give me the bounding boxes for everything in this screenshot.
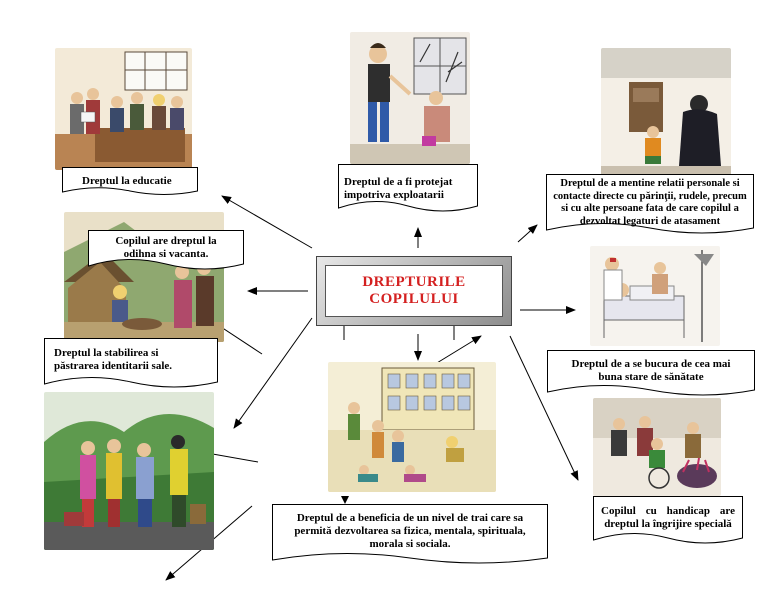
arrow-disability bbox=[509, 335, 579, 481]
disability-care-illustration bbox=[593, 398, 721, 496]
right-living-text: Dreptul de a beneficia de un nivel de tr… bbox=[294, 512, 526, 550]
center-title-inner: DREPTURILE COPILULUI bbox=[325, 265, 503, 317]
right-disability-text: Copilul cu handicap are dreptul la îngri… bbox=[601, 505, 735, 530]
right-identity-box: Dreptul la stabilirea si păstrarea ident… bbox=[44, 338, 218, 390]
arrow-identity bbox=[233, 317, 313, 429]
center-title-line1: DREPTURILE bbox=[362, 274, 466, 290]
right-living-box: Dreptul de a beneficia de un nivel de tr… bbox=[272, 504, 548, 566]
classroom-illustration bbox=[55, 48, 192, 170]
right-identity-text: Dreptul la stabilirea si păstrarea ident… bbox=[54, 347, 173, 372]
right-health-box: Dreptul de a se bucura de cea mai buna s… bbox=[547, 350, 755, 398]
right-education-box: Dreptul la educatie bbox=[62, 167, 198, 197]
family-visit-illustration bbox=[601, 48, 731, 176]
center-title-box: DREPTURILE COPILULUI bbox=[316, 256, 512, 326]
right-education-text: Dreptul la educatie bbox=[82, 175, 172, 187]
right-rest-box: Copilul are dreptul la odihna si vacanta… bbox=[88, 230, 244, 272]
arrow-head-small bbox=[341, 496, 349, 504]
group-hike-illustration bbox=[44, 392, 214, 550]
center-title-line2: COPILULUI bbox=[369, 291, 459, 307]
school-playground-illustration bbox=[328, 362, 496, 492]
arrow-relations bbox=[517, 224, 538, 243]
arrow-living-up bbox=[431, 335, 482, 367]
right-rest-text: Copilul are dreptul la odihna si vacanta… bbox=[115, 235, 217, 260]
right-health-text: Dreptul de a se bucura de cea mai buna s… bbox=[571, 358, 731, 383]
exploitation-illustration bbox=[350, 32, 470, 164]
right-protection-box: Dreptul de a fi protejat impotriva explo… bbox=[338, 164, 478, 214]
right-relations-box: Dreptul de a mentine relatii personale s… bbox=[546, 174, 754, 236]
right-relations-text: Dreptul de a mentine relatii personale s… bbox=[553, 178, 747, 227]
hospital-illustration bbox=[590, 246, 720, 346]
right-disability-box: Copilul cu handicap are dreptul la îngri… bbox=[593, 496, 743, 546]
right-protection-text: Dreptul de a fi protejat impotriva explo… bbox=[344, 176, 453, 201]
arrow-education bbox=[221, 195, 313, 249]
